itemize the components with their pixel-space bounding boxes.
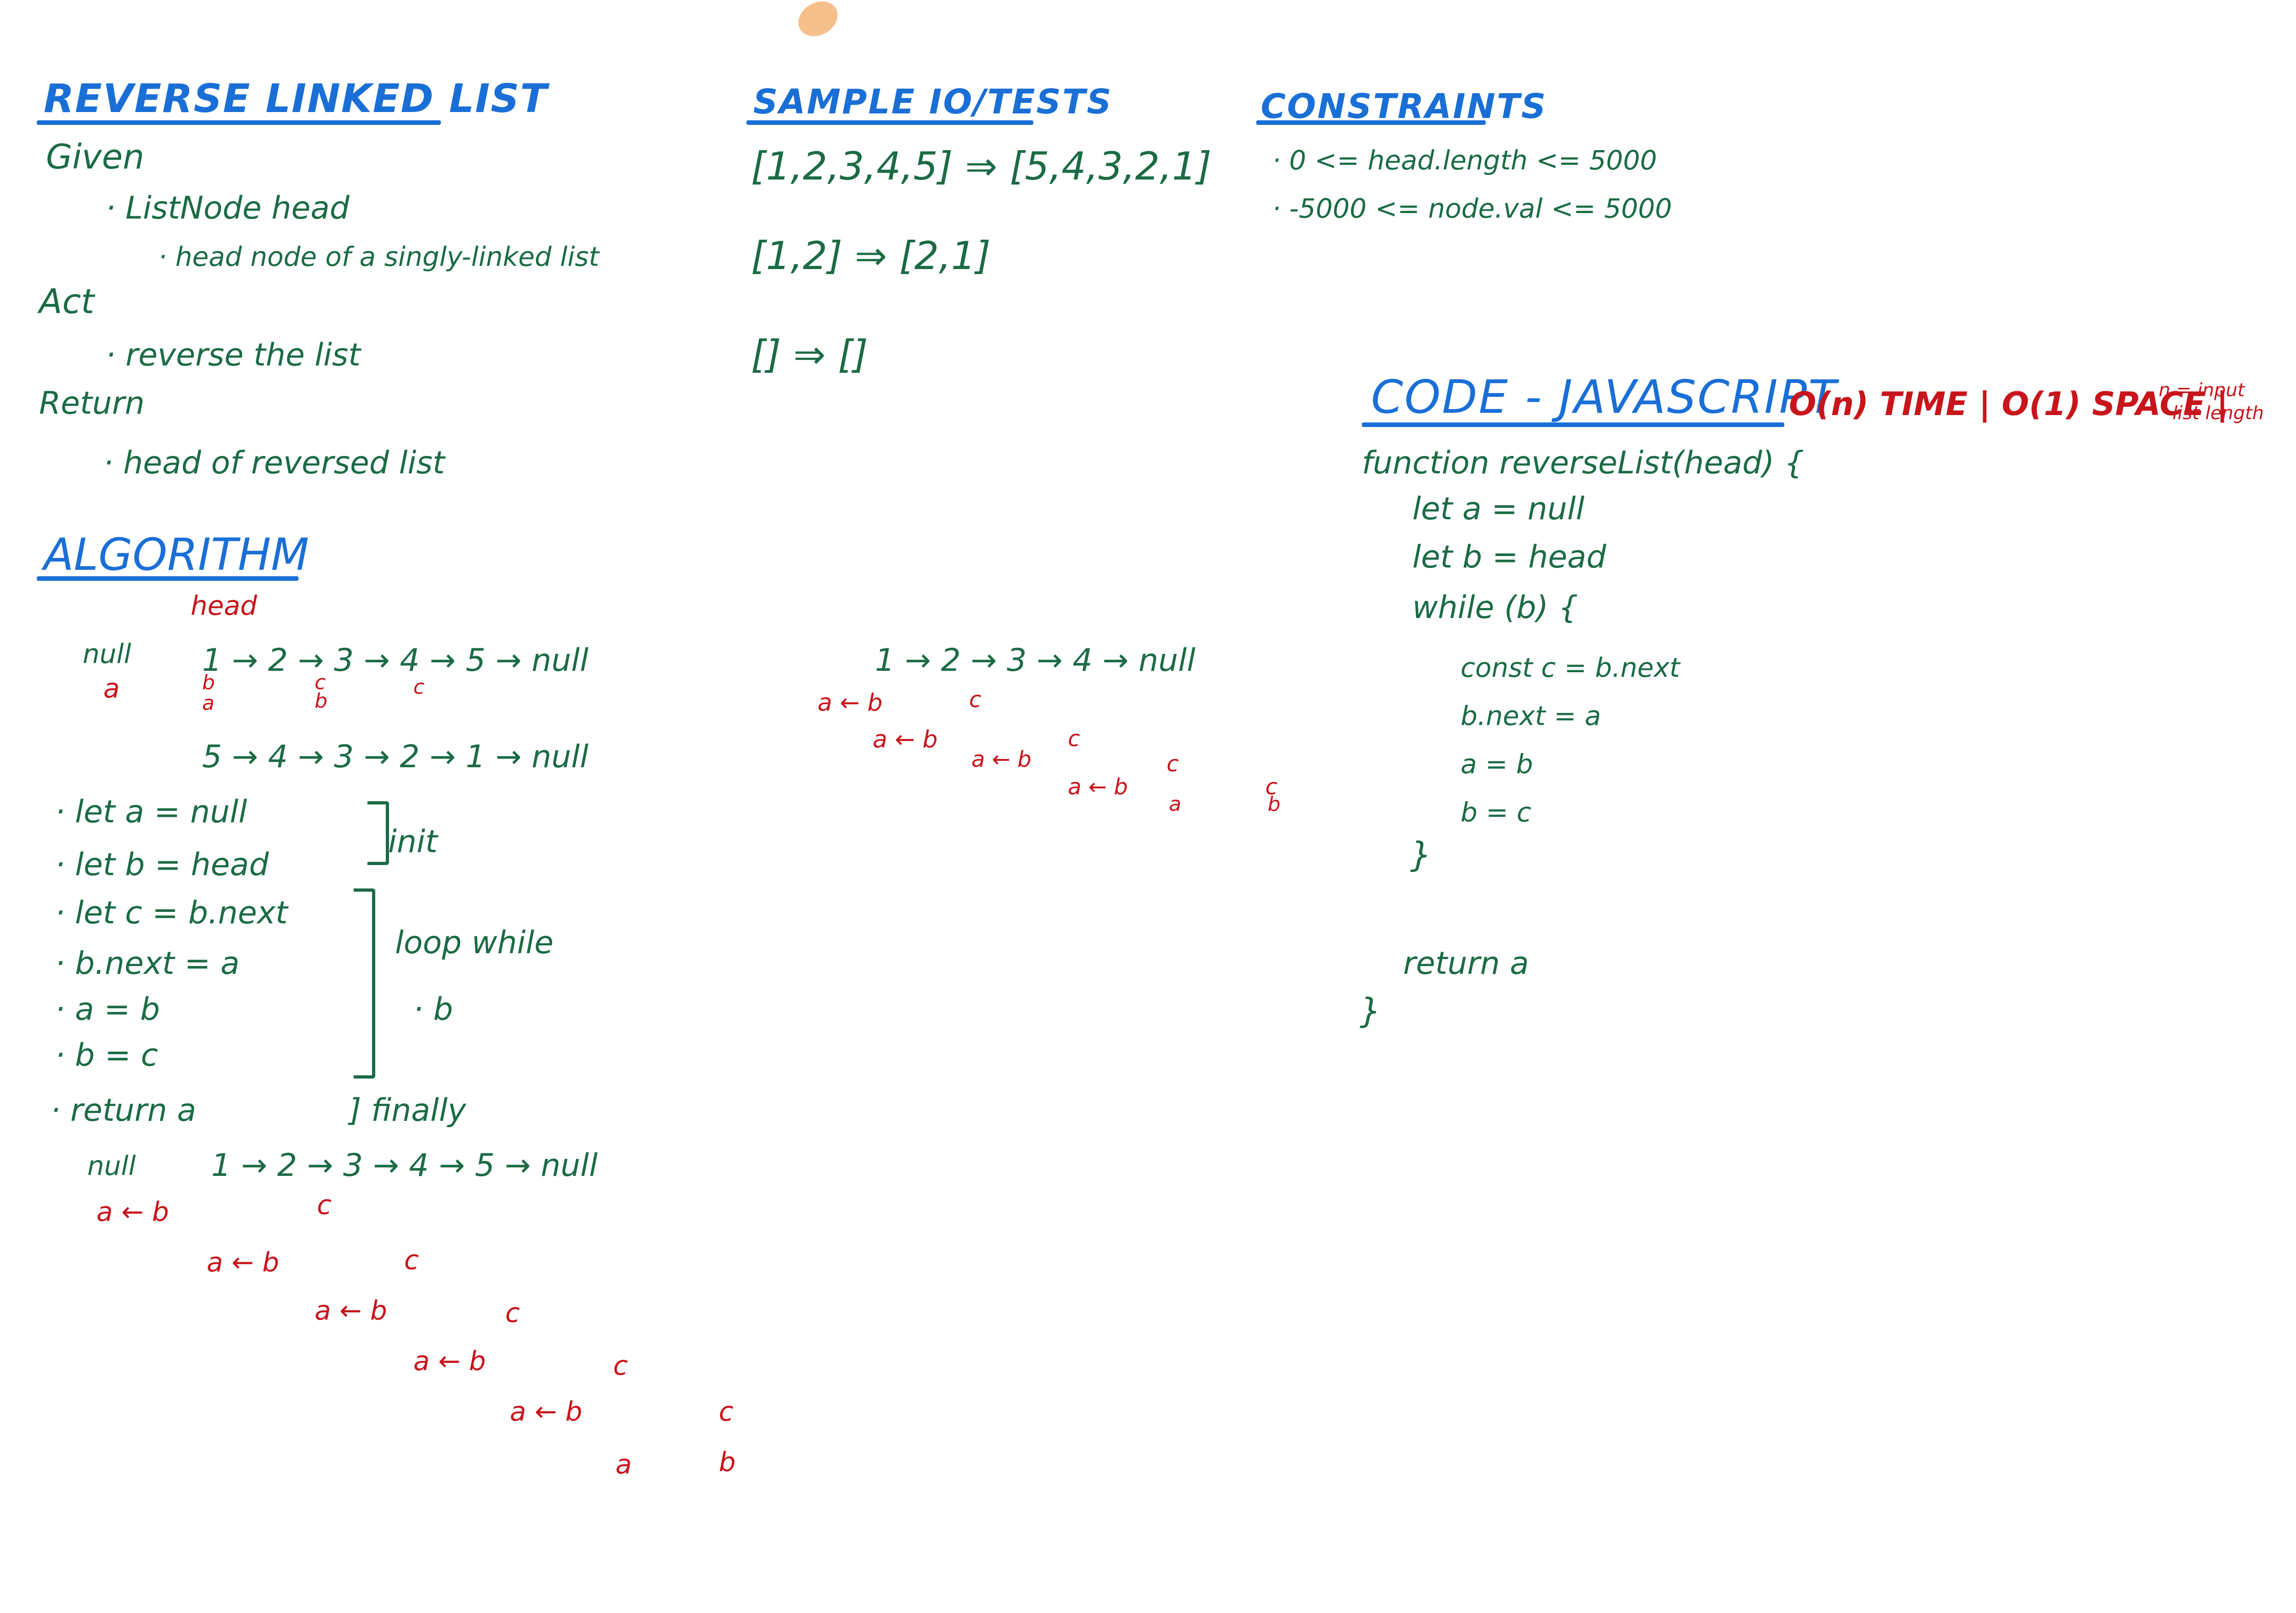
mid-row-1-right: c xyxy=(1068,726,1080,752)
mid-row-2-right: c xyxy=(1167,751,1179,777)
trace-row-1-left: a ← b xyxy=(96,1196,169,1227)
page-title: REVERSE LINKED LIST xyxy=(44,76,548,122)
step-5: · a = b xyxy=(55,991,160,1028)
algorithm-underline xyxy=(37,576,299,581)
sample-heading: SAMPLE IO/TESTS xyxy=(753,82,1113,122)
given-heading: Given xyxy=(46,137,145,177)
marker-a-2: a xyxy=(202,691,214,715)
sample-test-3: [] ⇒ [] xyxy=(751,332,868,377)
step-4: · b.next = a xyxy=(55,945,240,982)
list-row: 1 → 2 → 3 → 4 → 5 → null xyxy=(202,642,589,679)
mid-list: 1 → 2 → 3 → 4 → null xyxy=(875,642,1196,679)
step-6: · b = c xyxy=(55,1037,158,1073)
marker-b-2: b xyxy=(315,689,327,713)
given-item: · ListNode head xyxy=(106,190,350,226)
trace-row-4-right: c xyxy=(613,1350,628,1381)
null-left: null xyxy=(83,638,131,669)
loop-label: loop while xyxy=(395,925,554,961)
sample-underline xyxy=(746,120,1033,125)
marker-c-2: c xyxy=(413,675,425,699)
code-heading: CODE - JAVASCRIPT xyxy=(1371,370,1838,424)
trace-null: null xyxy=(87,1150,136,1181)
complexity-label: O(n) TIME | O(1) SPACE | xyxy=(1789,385,2228,423)
trace-list: 1 → 2 → 3 → 4 → 5 → null xyxy=(211,1147,598,1184)
trace-row-5-left: a ← b xyxy=(510,1396,582,1427)
mid-last-a: a xyxy=(1169,792,1181,816)
code-line-7: a = b xyxy=(1461,748,1533,780)
code-line-9: } xyxy=(1410,835,1432,875)
mid-start: a ← b xyxy=(818,689,883,717)
mid-row-3-left: a ← b xyxy=(1068,774,1128,800)
head-label: head xyxy=(191,590,257,621)
code-line-4: while (b) { xyxy=(1412,590,1579,626)
code-line-3: let b = head xyxy=(1412,539,1607,575)
complexity-note-line2: list length xyxy=(2172,403,2264,424)
trace-row-4-left: a ← b xyxy=(413,1345,486,1377)
code-line-5: const c = b.next xyxy=(1461,652,1680,683)
trace-row-6-left: a xyxy=(615,1449,632,1480)
loop-bracket xyxy=(354,888,375,1079)
init-label: init xyxy=(388,824,438,860)
trace-row-5-right: c xyxy=(719,1396,733,1427)
marker-c-1: c xyxy=(315,671,326,694)
constraint-2: · -5000 <= node.val <= 5000 xyxy=(1272,193,1672,224)
complexity-note-line1: n = input xyxy=(2159,380,2245,401)
trace-row-3-left: a ← b xyxy=(315,1295,387,1326)
mid-row-2-left: a ← b xyxy=(971,747,1032,772)
step-7: · return a xyxy=(51,1092,197,1129)
trace-row-1-right: c xyxy=(317,1189,332,1220)
code-line-1: function reverseList(head) { xyxy=(1362,445,1805,481)
trace-row-3-right: c xyxy=(505,1297,520,1328)
act-heading: Act xyxy=(39,282,95,321)
constraints-heading: CONSTRAINTS xyxy=(1261,87,1547,126)
code-line-6: b.next = a xyxy=(1461,700,1601,731)
mid-row-1-left: a ← b xyxy=(873,726,938,753)
constraint-1: · 0 <= head.length <= 5000 xyxy=(1272,145,1657,176)
trace-row-6-right: b xyxy=(719,1446,736,1478)
sample-test-1: [1,2,3,4,5] ⇒ [5,4,3,2,1] xyxy=(751,144,1212,189)
constraints-underline xyxy=(1256,120,1486,125)
code-line-2: let a = null xyxy=(1412,491,1585,527)
trace-row-2-right: c xyxy=(404,1244,419,1276)
marker-b-1: b xyxy=(202,671,215,694)
marker-a-1: a xyxy=(103,673,120,704)
code-line-10: return a xyxy=(1403,945,1529,982)
sample-test-2: [1,2] ⇒ [2,1] xyxy=(751,233,991,278)
trace-row-2-left: a ← b xyxy=(207,1247,279,1278)
algorithm-heading: ALGORITHM xyxy=(44,529,309,580)
code-underline xyxy=(1362,422,1784,427)
act-item: · reverse the list xyxy=(106,337,361,373)
orange-blob-mark xyxy=(792,0,844,43)
title-underline xyxy=(37,120,441,125)
return-item: · head of reversed list xyxy=(103,445,445,481)
mid-row-3-right: c xyxy=(1265,774,1278,800)
given-subitem: · head node of a singly-linked list xyxy=(158,241,599,272)
code-line-11: } xyxy=(1360,991,1382,1031)
step-1: · let a = null xyxy=(55,794,248,830)
step-3: · let c = b.next xyxy=(55,895,288,931)
init-bracket xyxy=(367,801,389,865)
step-2: · let b = head xyxy=(55,847,269,883)
reversed-row: 5 → 4 → 3 → 2 → 1 → null xyxy=(202,739,589,775)
return-heading: Return xyxy=(39,385,145,422)
code-line-8: b = c xyxy=(1461,797,1532,828)
mid-last-b: b xyxy=(1268,792,1281,816)
mid-first-c: c xyxy=(969,687,982,713)
loop-condition: · b xyxy=(413,991,453,1028)
finally-label: ] finally xyxy=(349,1092,466,1129)
